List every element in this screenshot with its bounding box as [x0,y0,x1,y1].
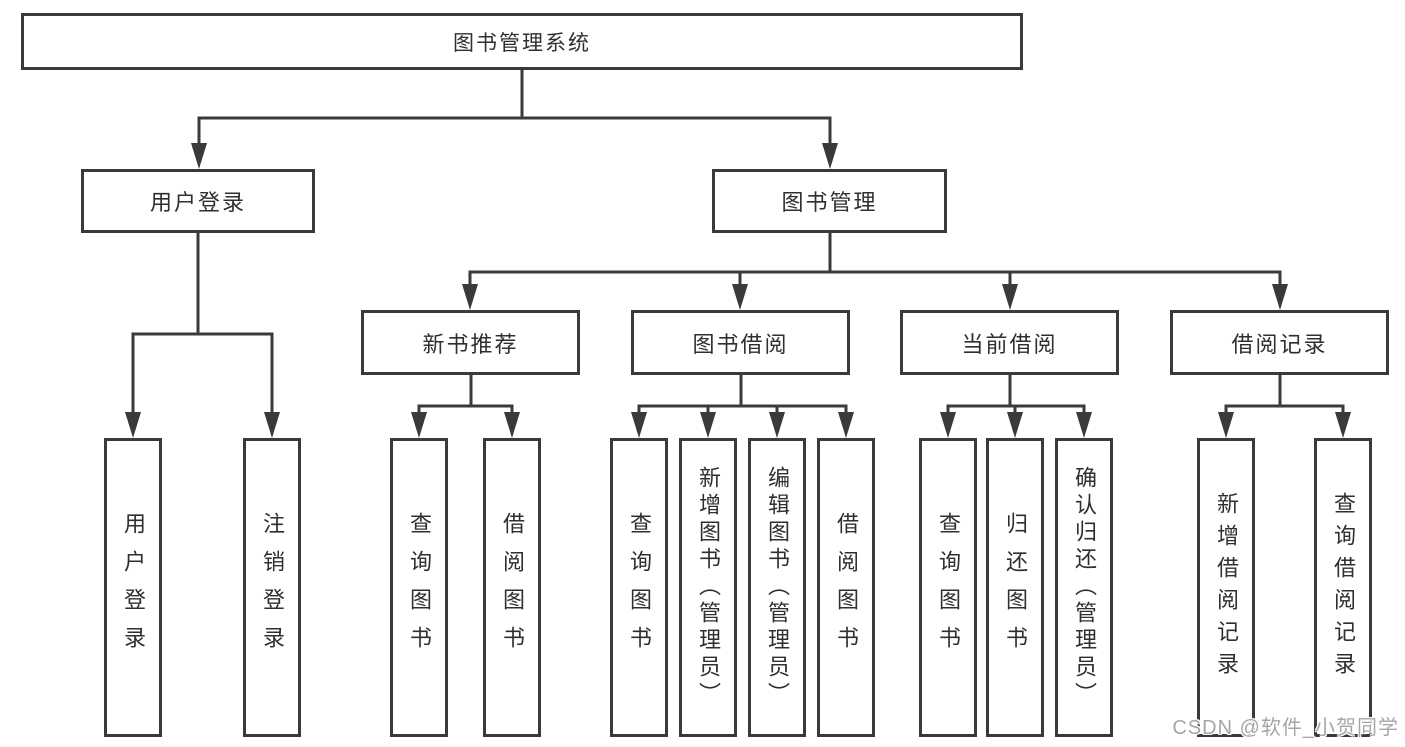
connector-book-borrow [637,373,848,418]
leaf-label: 归还图书 [1003,511,1028,664]
node-current-borrow: 当前借阅 [900,310,1119,375]
arrowhead [732,284,748,310]
arrowhead [1007,412,1023,438]
arrowhead [1002,284,1018,310]
node-new-book-recommend: 新书推荐 [361,310,580,375]
leaf-label: 新增图书（管理员） [696,466,721,709]
leaf-label: 编辑图书（管理员） [765,466,790,709]
leaf-edit-books-admin: 编辑图书（管理员） [748,438,806,737]
leaf-borrow-books: 借阅图书 [817,438,875,737]
arrowhead [1076,412,1092,438]
node-label: 用户登录 [149,190,246,215]
leaf-add-borrow-record: 新增借阅记录 [1197,438,1255,737]
node-book-management: 图书管理 [712,169,947,233]
node-label: 新书推荐 [422,331,519,357]
connector-book-management [468,231,1282,288]
leaf-query-books-recommend: 查询图书 [390,438,448,737]
node-book-borrow: 图书借阅 [631,310,850,375]
node-user-login: 用户登录 [81,169,315,233]
node-label: 图书借阅 [692,331,789,357]
leaf-label: 注销登录 [260,511,285,664]
node-library-system: 图书管理系统 [21,13,1023,70]
arrowhead [822,143,838,169]
leaf-label: 查询图书 [627,511,652,664]
arrowhead [504,412,520,438]
arrowhead [631,412,647,438]
arrowhead [838,412,854,438]
arrowhead [1218,412,1234,438]
leaf-return-books: 归还图书 [986,438,1044,737]
arrowhead [1272,284,1288,310]
leaf-label: 查询借阅记录 [1331,491,1356,684]
leaf-query-borrow-record: 查询借阅记录 [1314,438,1372,737]
arrowhead [1335,412,1351,438]
connector-borrow-records [1224,373,1345,418]
arrowhead [125,412,141,438]
node-label: 借阅记录 [1231,331,1328,357]
leaf-logout: 注销登录 [243,438,301,737]
leaf-label: 查询图书 [936,511,961,664]
connector-root [197,68,832,147]
arrowhead [940,412,956,438]
connector-current-borrow [946,373,1086,418]
leaf-query-books-current: 查询图书 [919,438,977,737]
leaf-borrow-books-recommend: 借阅图书 [483,438,541,737]
leaf-label: 借阅图书 [500,511,525,664]
arrowhead [769,412,785,438]
leaf-query-books-borrow: 查询图书 [610,438,668,737]
node-label: 图书管理系统 [453,31,591,55]
leaf-label: 查询图书 [407,511,432,664]
arrowhead [462,284,478,310]
csdn-watermark: CSDN @软件_小贺同学 [1172,717,1399,739]
connector-new-book [417,373,514,418]
leaf-label: 用户登录 [121,511,146,664]
leaf-label: 新增借阅记录 [1214,491,1239,684]
arrowhead [264,412,280,438]
node-borrow-records: 借阅记录 [1170,310,1389,375]
arrowhead [411,412,427,438]
leaf-confirm-return-admin: 确认归还（管理员） [1055,438,1113,737]
leaf-label: 确认归还（管理员） [1072,466,1097,709]
leaf-add-books-admin: 新增图书（管理员） [679,438,737,737]
leaf-user-login: 用户登录 [104,438,162,737]
node-label: 当前借阅 [961,331,1058,357]
arrowhead [700,412,716,438]
arrowhead [191,143,207,169]
leaf-label: 借阅图书 [834,511,859,664]
connector-user-login [131,231,274,416]
node-label: 图书管理 [781,190,878,215]
